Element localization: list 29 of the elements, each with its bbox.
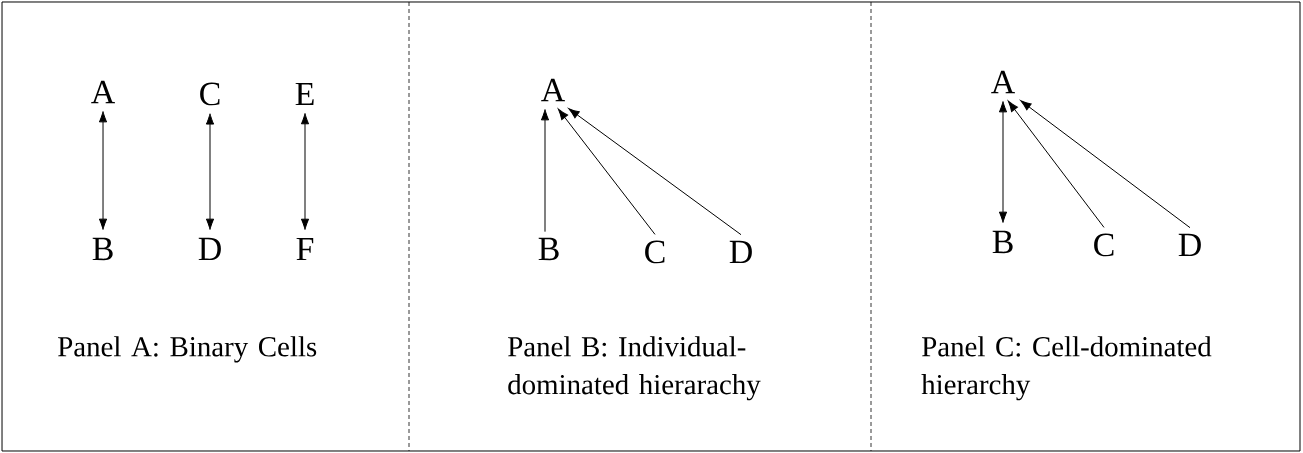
letter-label: B bbox=[92, 237, 113, 261]
arrow bbox=[1007, 100, 1105, 228]
letter-label: C bbox=[200, 82, 220, 106]
letter-label: D bbox=[729, 240, 752, 264]
panel-caption: Panel C: Cell-dominated hierarchy bbox=[921, 336, 1212, 401]
letter-label: D bbox=[1178, 233, 1201, 257]
letter-label: C bbox=[1094, 233, 1114, 257]
arrow bbox=[205, 113, 215, 230]
arrow bbox=[568, 108, 742, 236]
letter-label: C bbox=[645, 240, 665, 264]
arrow bbox=[1020, 100, 1191, 229]
letter-label: B bbox=[992, 230, 1013, 254]
panel bbox=[408, 1, 872, 452]
arrow bbox=[300, 113, 310, 230]
arrow bbox=[98, 111, 108, 230]
panel bbox=[870, 1, 1301, 452]
letter-label: B bbox=[538, 237, 559, 261]
letter-label: A bbox=[91, 80, 115, 104]
panel-caption: Panel B: Individual-dominated hierarachy bbox=[508, 336, 761, 401]
arrow bbox=[998, 101, 1008, 223]
letter-label: A bbox=[991, 70, 1015, 94]
letter-label: A bbox=[541, 78, 565, 102]
arrow bbox=[557, 108, 656, 235]
letter-label: E bbox=[295, 82, 314, 106]
panel-caption: Panel A: Binary Cells bbox=[58, 336, 317, 363]
arrow bbox=[540, 109, 550, 233]
letter-label: D bbox=[198, 237, 221, 261]
panel bbox=[1, 1, 410, 452]
letter-label: F bbox=[296, 237, 314, 261]
